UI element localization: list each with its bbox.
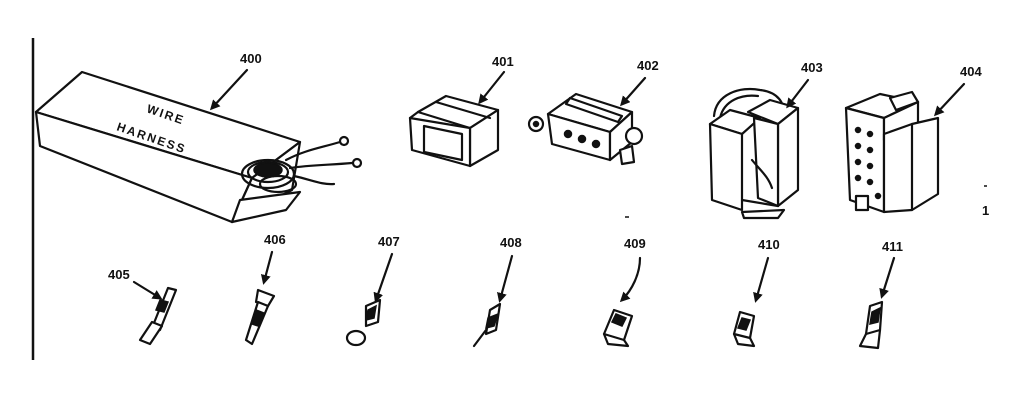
label-409: 409 xyxy=(624,236,646,251)
label-405: 405 xyxy=(108,267,130,282)
arrow-408 xyxy=(497,254,514,303)
arrow-409 xyxy=(619,256,642,303)
arrow-404 xyxy=(933,82,966,117)
wire-harness-box: WIRE HARNESS xyxy=(34,70,363,224)
arrow-411 xyxy=(879,256,896,299)
arrow-406 xyxy=(260,250,274,285)
connector-housing-403 xyxy=(708,88,800,220)
arrow-403 xyxy=(786,78,810,109)
label-411: 411 xyxy=(882,239,903,254)
label-410: 410 xyxy=(758,237,780,252)
label-402: 402 xyxy=(637,58,659,73)
margin-mark: 1 xyxy=(982,203,989,218)
arrow-407 xyxy=(373,252,394,303)
terminal-410 xyxy=(732,310,756,348)
label-406: 406 xyxy=(264,232,286,247)
label-408: 408 xyxy=(500,235,522,250)
label-403: 403 xyxy=(801,60,823,75)
connector-housing-401 xyxy=(408,94,500,168)
label-404: 404 xyxy=(960,64,982,79)
arrow-410 xyxy=(753,256,770,303)
terminal-407 xyxy=(345,298,382,347)
terminal-411 xyxy=(858,300,884,350)
label-401: 401 xyxy=(492,54,514,69)
terminal-405 xyxy=(138,286,178,346)
arrow-405 xyxy=(132,280,163,300)
label-400: 400 xyxy=(240,51,262,66)
connector-housing-404 xyxy=(844,90,940,214)
connector-housing-402 xyxy=(527,92,644,166)
arrow-401 xyxy=(478,70,506,105)
terminal-406 xyxy=(244,288,276,346)
arrow-400 xyxy=(209,68,249,111)
label-407: 407 xyxy=(378,234,400,249)
arrow-402 xyxy=(620,76,647,107)
terminal-409 xyxy=(602,308,634,348)
terminal-408 xyxy=(472,302,502,348)
